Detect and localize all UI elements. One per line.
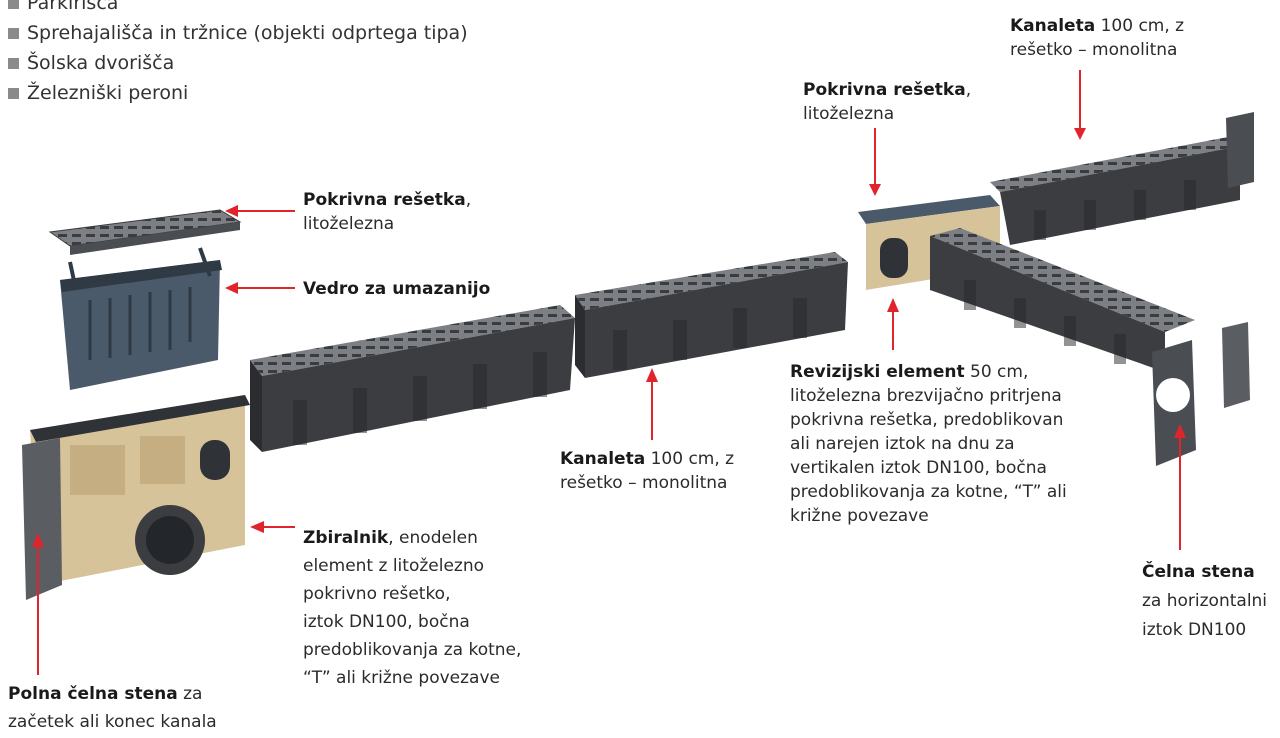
arrow-channel-middle: [646, 368, 658, 440]
arrow-collector: [250, 521, 295, 533]
arrow-end-wall: [1174, 424, 1186, 550]
dirt-bucket: [60, 247, 222, 390]
list-item: Parkirišča: [8, 0, 468, 18]
label-grate-left: Pokrivna rešetka, litoželezna: [303, 190, 472, 234]
bullet-square-icon: [8, 0, 19, 9]
channel-top-right: [990, 112, 1254, 245]
label-channel-middle: Kanaleta 100 cm, z rešetko – monolitna: [560, 449, 735, 493]
blind-end-wall: [22, 438, 62, 600]
feature-list: Parkirišča Sprehajališča in tržnice (obj…: [8, 0, 468, 108]
top-grate-left: [48, 209, 242, 255]
channel-left: [250, 305, 575, 452]
channel-middle: [575, 252, 848, 378]
label-collector: Zbiralnik, enodelen element z litoželezn…: [303, 528, 522, 688]
list-item: Železniški peroni: [8, 78, 468, 108]
label-blind-end-wall: Polna čelna stena za začetek ali konec k…: [8, 684, 217, 732]
arrow-channel-top: [1074, 70, 1086, 140]
bullet-square-icon: [8, 27, 19, 39]
channel-right: [930, 228, 1195, 372]
list-item: Šolska dvorišča: [8, 48, 468, 78]
arrow-inspection: [887, 298, 899, 350]
arrow-grate-left: [225, 205, 295, 217]
bullet-square-icon: [8, 87, 19, 99]
bullet-square-icon: [8, 57, 19, 69]
arrow-bucket: [225, 282, 295, 294]
end-wall-with-outlet: [1152, 322, 1250, 466]
label-channel-top: Kanaleta 100 cm, z rešetko – monolitna: [1010, 16, 1185, 60]
label-bucket: Vedro za umazanijo: [303, 279, 491, 299]
list-item: Sprehajališča in tržnice (objekti odprte…: [8, 18, 468, 48]
arrow-grate-right: [869, 128, 881, 196]
label-inspection-element: Revizijski element 50 cm, litoželezna br…: [790, 362, 1067, 526]
collector: [30, 395, 250, 585]
arrow-blind-end-wall: [32, 533, 44, 675]
label-grate-right: Pokrivna rešetka, litoželezna: [803, 80, 972, 124]
label-end-wall: Čelna stena za horizontalni iztok DN100: [1142, 562, 1268, 640]
